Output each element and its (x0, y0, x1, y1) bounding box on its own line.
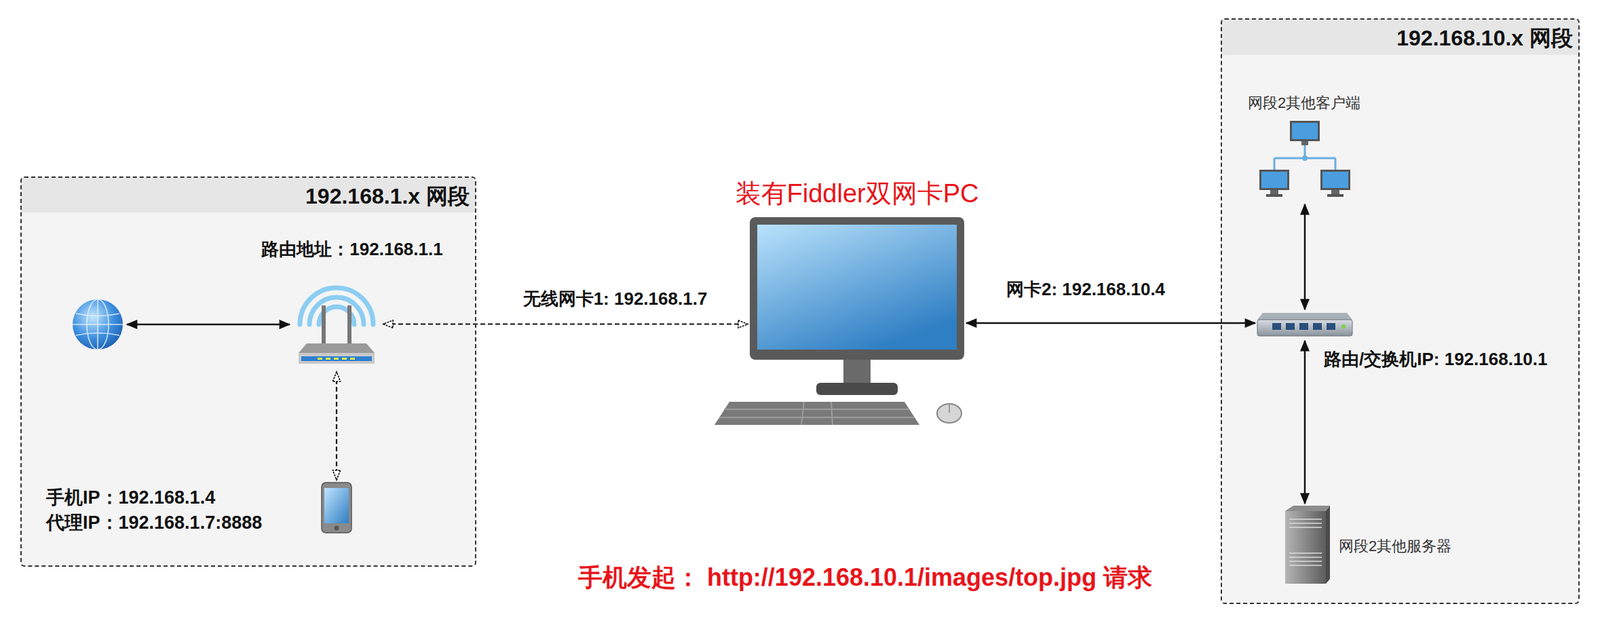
internet-globe (70, 297, 125, 352)
region-heading: 192.168.1.x 网段 (305, 183, 470, 209)
client-label: 网段2其他客户端 (1247, 94, 1361, 112)
phone-label: 手机IP：192.168.1.4 (46, 486, 216, 509)
region-fill (1220, 18, 1580, 604)
client-group-icon (1259, 120, 1351, 203)
router-icon (291, 278, 382, 370)
pc-computer: 装有Fiddler双网卡PC (749, 217, 965, 429)
pc-icon (749, 217, 965, 429)
region-band (1221, 18, 1579, 55)
wireless-link (383, 322, 748, 325)
switch-label: 路由/交换机IP: 192.168.10.1 (1323, 348, 1548, 370)
globe-icon (70, 297, 125, 352)
region-heading: 192.168.10.x 网段 (1396, 25, 1573, 51)
network-region: 192.168.10.x 网段网段2其他客户端路由/交换机IP: 192.168… (1220, 18, 1580, 604)
pc-title: 装有Fiddler双网卡PC (735, 178, 980, 210)
server-label: 网段2其他服务器 (1338, 537, 1452, 556)
wired-link (1304, 340, 1307, 504)
network-region: 192.168.1.x 网段路由地址：192.168.1.1 手机IP：192.1… (20, 176, 477, 567)
wifi-router: 路由地址：192.168.1.1 (291, 278, 382, 370)
network-switch: 路由/交换机IP: 192.168.10.1 (1257, 311, 1353, 339)
client-group: 网段2其他客户端 (1259, 120, 1351, 203)
server: 网段2其他服务器 (1281, 505, 1330, 584)
switch-icon (1257, 311, 1353, 339)
server-icon (1281, 505, 1330, 584)
wired-link (126, 323, 290, 326)
wired-link (1304, 204, 1307, 310)
router-label: 路由地址：192.168.1.1 (261, 238, 443, 260)
proxy-label: 代理IP：192.168.1.7:8888 (46, 511, 262, 534)
region-band (21, 177, 476, 213)
edge-label: 无线网卡1: 192.168.1.7 (523, 288, 708, 310)
edge-label: 网卡2: 192.168.10.4 (1006, 278, 1166, 300)
region-fill (20, 176, 477, 567)
wired-link (966, 322, 1256, 325)
phone-icon (320, 481, 353, 534)
caption: 手机发起： http://192.168.10.1/images/top.jpg… (578, 562, 1153, 592)
wireless-link (335, 371, 338, 480)
mobile-phone: 手机IP：192.168.1.4代理IP：192.168.1.7:8888 (320, 481, 353, 534)
